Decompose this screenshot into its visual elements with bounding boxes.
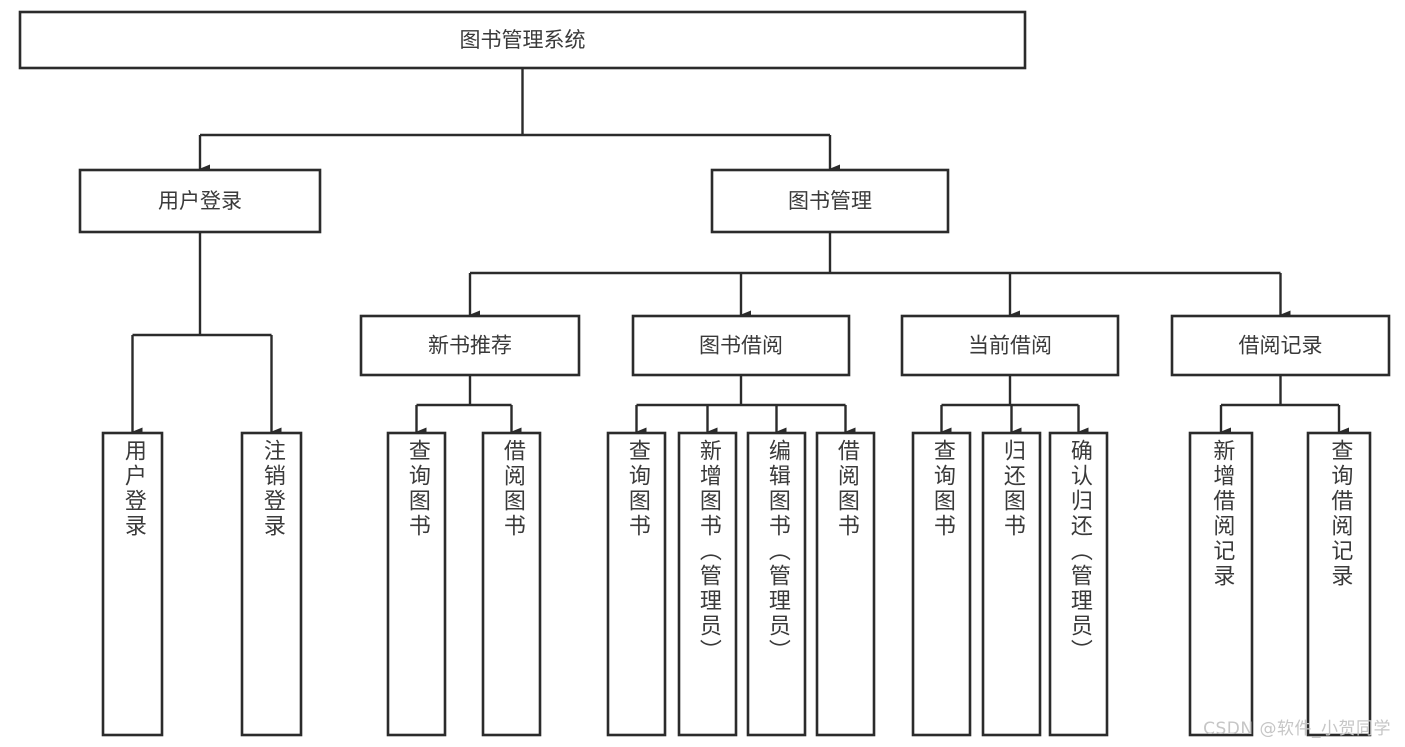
- leaf-box-leaf-add-book: [677, 431, 738, 737]
- node-box-book-borrow: [631, 314, 851, 377]
- leaf-box-leaf-query-record: [1306, 431, 1372, 737]
- node-boxes: [18, 10, 1391, 737]
- node-box-current-borrow: [900, 314, 1120, 377]
- node-box-borrow-record: [1170, 314, 1391, 377]
- watermark: CSDN @软件_小贺同学: [1203, 719, 1391, 739]
- node-box-root: [18, 10, 1027, 70]
- leaf-box-leaf-edit-book: [746, 431, 807, 737]
- leaf-box-leaf-borrow-book-2: [815, 431, 876, 737]
- node-box-user-login: [78, 168, 322, 234]
- node-label-root: 图书管理系统: [460, 28, 586, 52]
- leaf-box-leaf-confirm-return: [1048, 431, 1109, 737]
- node-label-new-book-recommend: 新书推荐: [428, 334, 512, 358]
- leaf-box-leaf-user-login: [101, 431, 164, 737]
- connector-lines: [131, 68, 1349, 437]
- node-label-user-login: 用户登录: [158, 189, 242, 213]
- leaf-box-leaf-return-book: [981, 431, 1042, 737]
- node-label-current-borrow: 当前借阅: [968, 334, 1052, 358]
- leaf-box-leaf-query-book-3: [911, 431, 972, 737]
- leaf-box-leaf-query-book-2: [606, 431, 667, 737]
- node-box-book-manage: [710, 168, 950, 234]
- leaf-box-leaf-add-record: [1188, 431, 1254, 737]
- node-box-new-book-recommend: [359, 314, 581, 377]
- node-label-book-borrow: 图书借阅: [699, 334, 783, 358]
- leaf-box-leaf-borrow-book-1: [481, 431, 542, 737]
- node-label-book-manage: 图书管理: [788, 189, 872, 213]
- leaf-box-leaf-user-logout: [240, 431, 303, 737]
- leaf-box-leaf-query-book-1: [386, 431, 447, 737]
- node-label-borrow-record: 借阅记录: [1239, 334, 1323, 358]
